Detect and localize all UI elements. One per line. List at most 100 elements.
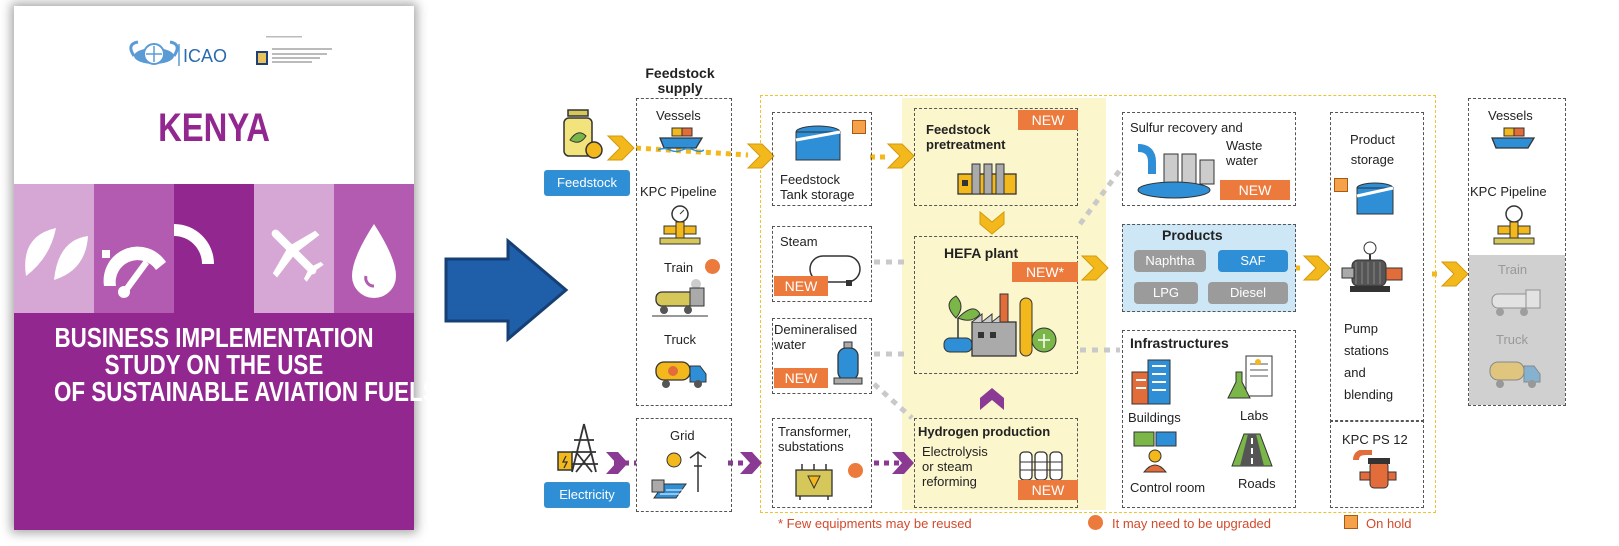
chevron-feed-3-icon [886, 143, 915, 169]
output-truck-label: Truck [1496, 332, 1529, 347]
hefa-plant-label: HEFA plant [944, 245, 1019, 261]
sulfur-label: Sulfur recovery and [1130, 120, 1243, 135]
icao-emblem-icon [129, 40, 179, 65]
infra-labs-label: Labs [1240, 408, 1269, 423]
cover-band [14, 313, 414, 530]
new-tag-hefa: NEW* [1012, 262, 1078, 282]
chevron-final-out-icon [1440, 261, 1469, 287]
cover-study-title: BUSINESS IMPLEMENTATION STUDY ON THE USE… [54, 322, 438, 407]
chevron-feed-1-icon [606, 135, 635, 161]
cover-country-title: KENYA [158, 106, 270, 150]
cover-logos: ICAO [129, 36, 332, 66]
supply-train-label: Train [664, 260, 694, 275]
legend-upgrade: It may need to be upgraded [1112, 516, 1272, 531]
airplane-tile [254, 184, 334, 313]
pump-stations-label: Pump stations and blending [1344, 321, 1394, 402]
buildings-icon [1131, 359, 1171, 405]
electricity-pylon-icon [557, 423, 598, 473]
gauge-tile-dark [174, 184, 254, 313]
boiler-icon [809, 255, 861, 286]
pretreatment-label: Feedstock pretreatment [926, 122, 1006, 152]
output-train-label: Train [1498, 262, 1528, 277]
feedstock-supply-box [636, 98, 732, 406]
tank-truck-icon [655, 361, 707, 388]
pretreatment-box [914, 108, 1078, 206]
control-room-icon [1133, 431, 1177, 473]
water-treatment-icon [1137, 144, 1215, 199]
infra-roads-label: Roads [1238, 476, 1276, 491]
electricity-input-label: Electricity [544, 482, 630, 508]
transformer-label: Transformer, substations [778, 424, 852, 454]
study-title-line-1: BUSINESS IMPLEMENTATION [54, 322, 374, 353]
on-hold-marker [852, 120, 866, 134]
chevron-up-icon [980, 388, 1004, 410]
new-tag-demin: NEW [774, 368, 828, 388]
demin-water-label: Demineralised water [774, 322, 858, 352]
new-tag-sulfur: NEW [1220, 180, 1290, 200]
product-saf: SAF [1218, 250, 1288, 272]
pretreatment-plant-icon [957, 163, 1017, 195]
hydrogen-label: Hydrogen production [918, 424, 1051, 439]
legend-reused: * Few equipments may be reused [778, 516, 972, 531]
new-tag-steam: NEW [774, 276, 828, 296]
supply-truck-label: Truck [664, 332, 697, 347]
pipeline-gauge-icon [659, 205, 701, 245]
product-storage-label: Product storage [1350, 132, 1395, 167]
infra-buildings-label: Buildings [1128, 410, 1181, 425]
product-diesel: Diesel [1208, 282, 1288, 304]
upgrade-marker-transformer [848, 463, 863, 478]
new-tag-pretreatment: NEW [1018, 110, 1078, 130]
hydrogen-box [914, 418, 1078, 508]
chevron-down-icon [979, 210, 1005, 235]
hydrogen-sub-label: Electrolysis or steam reforming [922, 444, 988, 489]
water-tank-icon [833, 341, 863, 385]
supply-pipeline-label: KPC Pipeline [640, 184, 717, 199]
labs-icon [1227, 355, 1273, 399]
legend-hold-square [1344, 515, 1358, 529]
infrastructures-box [1122, 330, 1296, 508]
road-icon [1231, 433, 1273, 467]
airplane-icon [271, 229, 324, 282]
product-naphtha: Naphtha [1134, 250, 1206, 272]
tank-storage-label: Feedstock Tank storage [780, 172, 855, 202]
output-truck-icon [1489, 361, 1541, 388]
output-ship-icon [1491, 127, 1536, 149]
demin-water-box [772, 318, 872, 394]
infrastructures-title: Infrastructures [1130, 335, 1229, 351]
transition-arrow-icon [444, 237, 569, 343]
kpc-ps-box [1330, 420, 1424, 508]
legend-hold: On hold [1366, 516, 1412, 531]
gauge-arc-icon [174, 224, 214, 264]
product-lpg: LPG [1134, 282, 1198, 304]
leaf-tile [14, 184, 94, 313]
product-storage-box [1330, 112, 1424, 422]
output-vessels-label: Vessels [1488, 108, 1533, 123]
legend-upgrade-dot [1088, 515, 1103, 530]
new-tag-hydrogen: NEW [1018, 480, 1078, 500]
leaf-icon [25, 228, 88, 280]
ship-icon [658, 127, 704, 152]
study-title-line-2: STUDY ON THE USE [104, 349, 324, 380]
study-title-line-3: OF SUSTAINABLE AVIATION FUELS [54, 376, 438, 407]
product-tank-icon [1356, 182, 1394, 215]
transformer-box [772, 418, 872, 508]
gauge-icon [102, 246, 166, 298]
tank-storage-box [772, 112, 872, 206]
chevron-hefa-out-icon [1080, 255, 1109, 281]
output-onhold-zone [1469, 255, 1565, 405]
supply-vessels-label: Vessels [656, 108, 701, 123]
report-cover: ICAO KENYA [14, 6, 438, 530]
waste-water-label: Waste water [1226, 138, 1263, 168]
chevron-power-3-icon [892, 452, 914, 474]
drop-icon [352, 224, 396, 298]
products-title: Products [1162, 227, 1223, 243]
output-train-icon [1491, 289, 1541, 316]
chevron-power-1-icon [606, 452, 628, 474]
on-hold-marker-storage [1334, 178, 1348, 192]
hydrant-icon [1353, 450, 1397, 489]
hefa-plant-box [914, 236, 1078, 374]
upgrade-marker [705, 259, 720, 274]
power-grid-icon [651, 451, 707, 499]
sulfur-recovery-box [1122, 112, 1296, 206]
electrolyzer-icon [1019, 451, 1063, 481]
